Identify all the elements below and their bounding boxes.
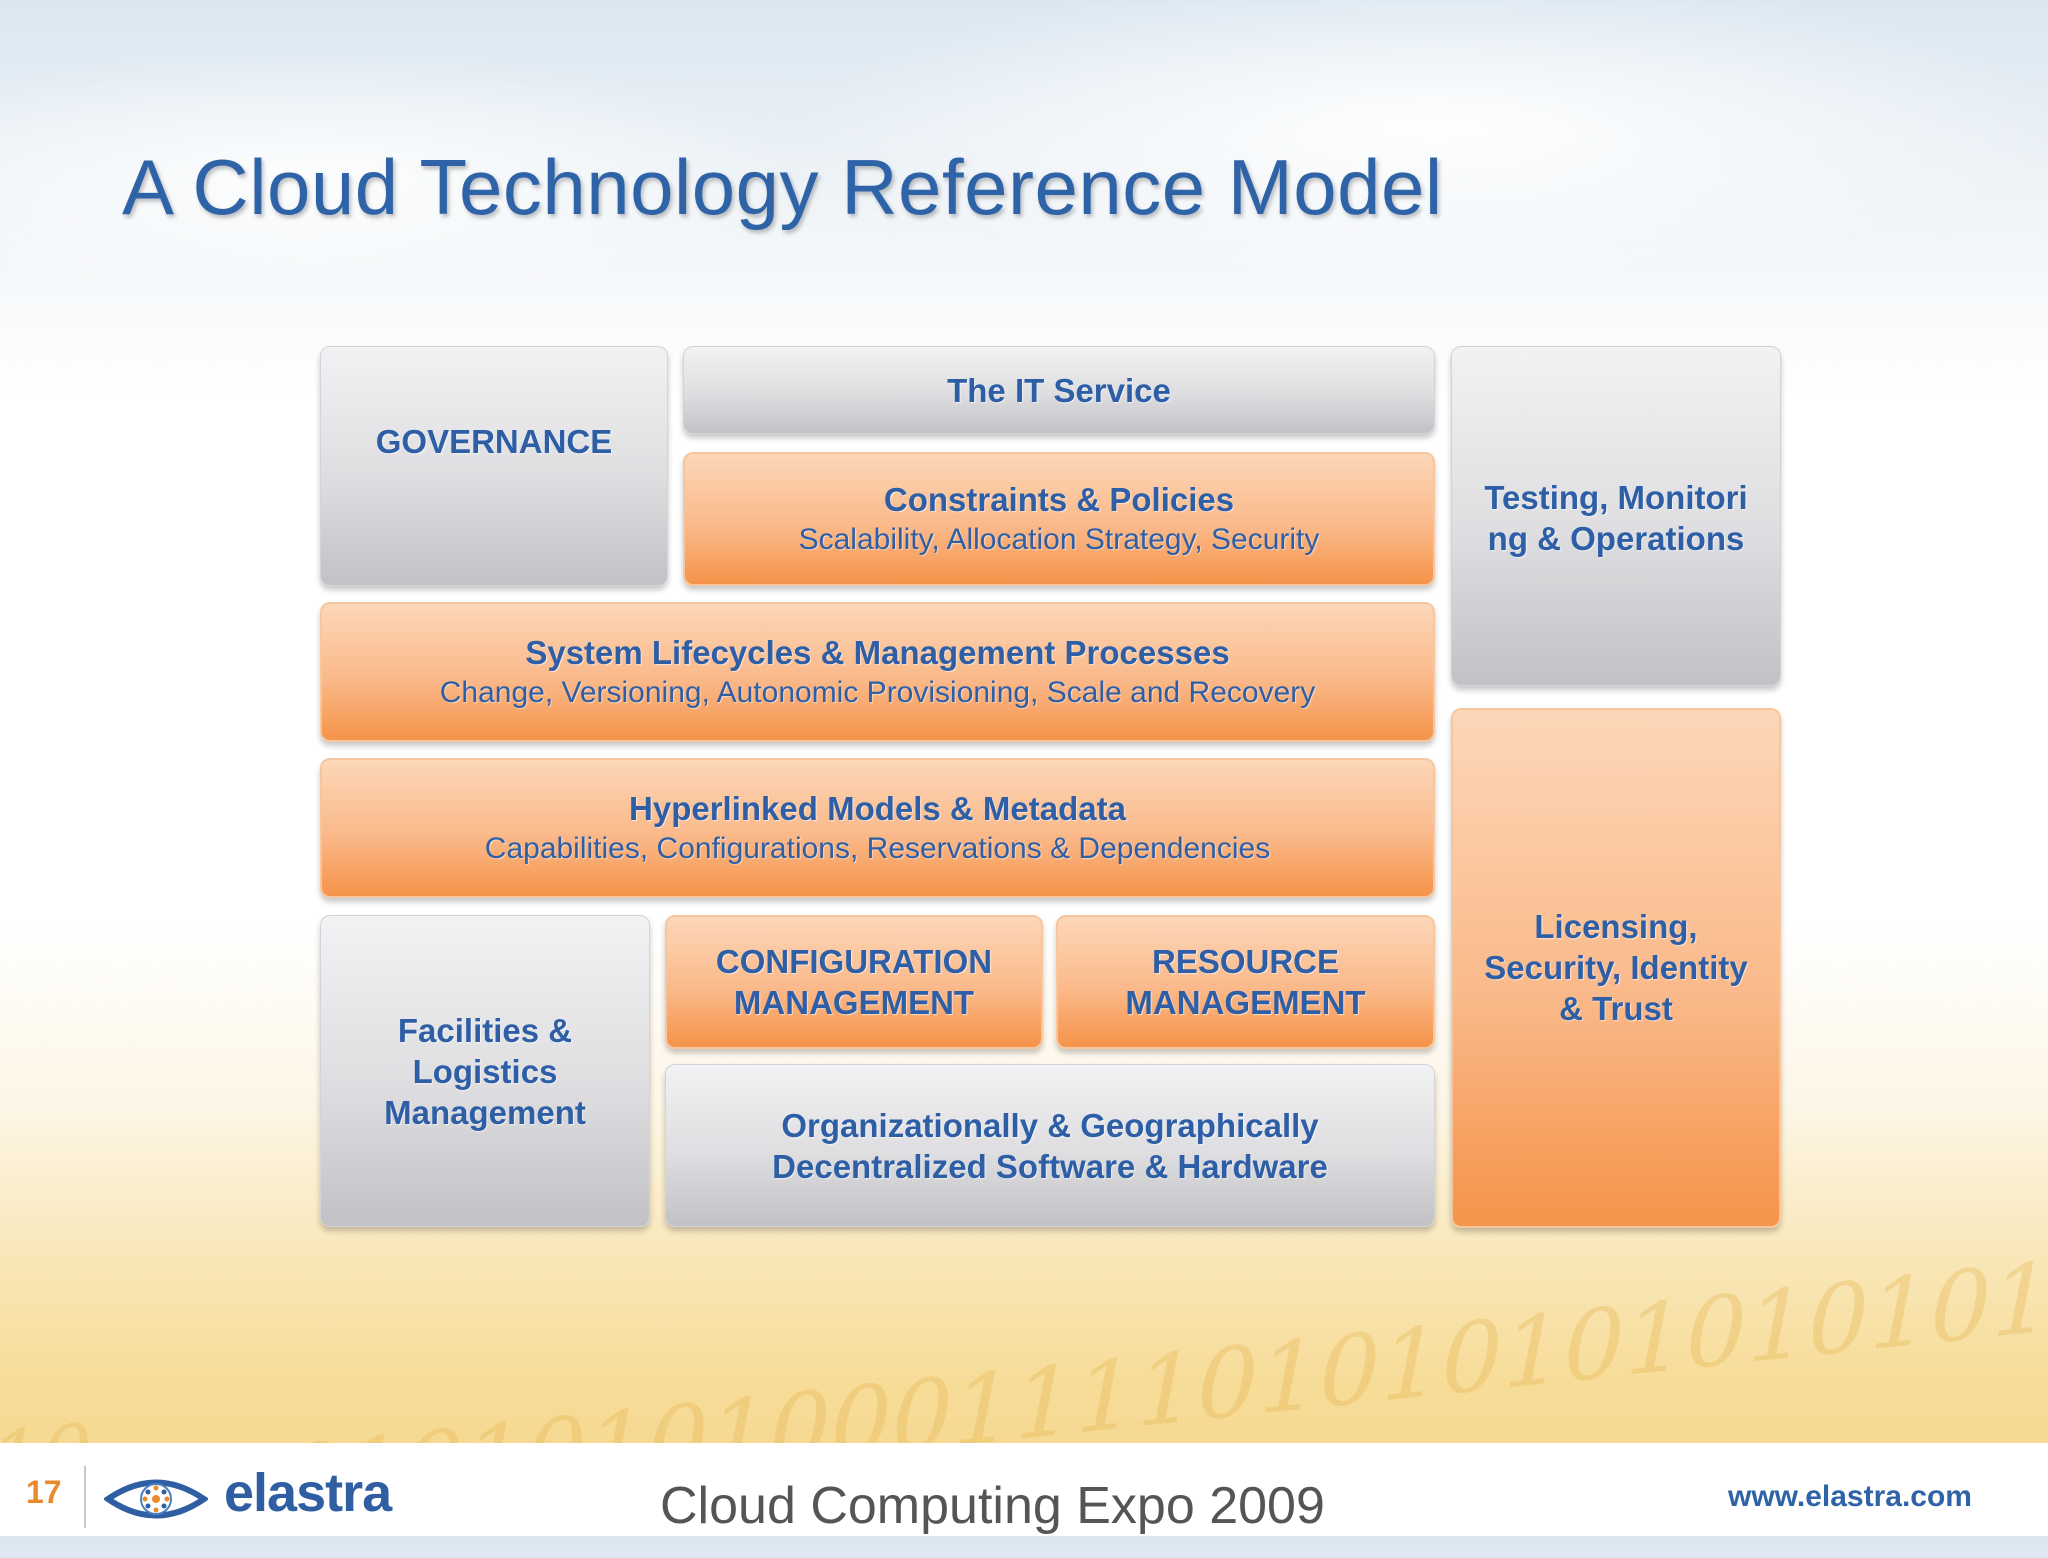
hyperlinked-box: Hyperlinked Models & Metadata Capabiliti… [320,758,1435,898]
licensing-line1: Licensing, [1534,908,1698,945]
resource-line2: MANAGEMENT [1125,984,1366,1021]
footer-event-title: Cloud Computing Expo 2009 [660,1477,1325,1535]
resource-management-box: RESOURCE MANAGEMENT [1056,915,1435,1049]
facilities-line3: Management [384,1093,586,1131]
page-number: 17 [26,1474,62,1510]
slide-title: A Cloud Technology Reference Model [122,143,1443,231]
governance-box: GOVERNANCE [320,346,668,586]
footer-url[interactable]: www.elastra.com [1728,1480,1972,1513]
lifecycles-label: System Lifecycles & Management Processes [525,633,1230,671]
decentralized-box: Organizationally & Geographically Decent… [665,1064,1435,1227]
it-service-box: The IT Service [683,346,1435,434]
resource-line1: RESOURCE [1151,943,1340,980]
constraints-sub: Scalability, Allocation Strategy, Securi… [798,522,1320,556]
facilities-line1: Facilities & [397,1011,573,1049]
footer-divider [84,1466,86,1528]
lifecycles-sub: Change, Versioning, Autonomic Provisioni… [439,675,1316,709]
testing-line2: ng & Operations [1487,520,1745,557]
config-line2: MANAGEMENT [733,984,975,1021]
licensing-box: Licensing, Security, Identity & Trust [1451,708,1781,1228]
it-service-label: The IT Service [947,371,1171,409]
decentralized-line1: Organizationally & Geographically [781,1106,1319,1144]
hyperlinked-label: Hyperlinked Models & Metadata [629,789,1126,827]
config-line1: CONFIGURATION [715,943,993,980]
elastra-eye-icon [102,1472,210,1526]
testing-box: Testing, Monitori ng & Operations [1451,346,1781,686]
constraints-box: Constraints & Policies Scalability, Allo… [683,452,1435,586]
cloud-background [0,0,2048,320]
elastra-logo-text: elastra [224,1463,392,1523]
configuration-management-box: CONFIGURATION MANAGEMENT [665,915,1043,1049]
licensing-line2: Security, Identity [1484,949,1748,986]
testing-line1: Testing, Monitori [1484,479,1748,516]
lifecycles-box: System Lifecycles & Management Processes… [320,602,1435,742]
licensing-line3: & Trust [1559,990,1673,1027]
constraints-label: Constraints & Policies [883,480,1235,518]
facilities-line2: Logistics [412,1052,558,1090]
decentralized-line2: Decentralized Software & Hardware [772,1147,1328,1185]
facilities-box: Facilities & Logistics Management [320,915,650,1227]
hyperlinked-sub: Capabilities, Configurations, Reservatio… [484,831,1271,865]
footer-bar [0,1443,2048,1536]
governance-label: GOVERNANCE [375,422,613,460]
